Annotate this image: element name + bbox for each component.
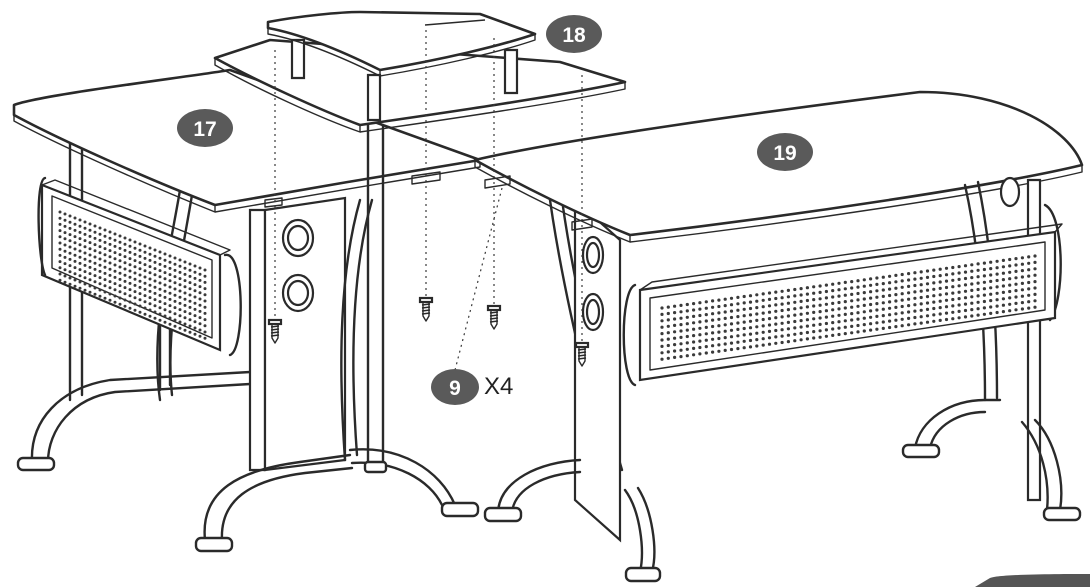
screw-quantity: X4 bbox=[484, 373, 514, 400]
label-19: 19 bbox=[773, 142, 796, 165]
badge-9: 9 bbox=[431, 369, 479, 405]
desk-19 bbox=[473, 90, 1084, 583]
corner-tab bbox=[975, 574, 1090, 587]
label-17: 17 bbox=[193, 118, 216, 141]
badge-17: 17 bbox=[177, 109, 233, 147]
panel-perforations-left bbox=[58, 210, 207, 340]
screws-9 bbox=[264, 30, 593, 371]
panel-perforations-right bbox=[660, 254, 1037, 361]
label-18: 18 bbox=[562, 24, 586, 47]
badge-19: 19 bbox=[757, 133, 813, 171]
shelf-18 bbox=[213, 10, 627, 474]
badge-18: 18 bbox=[546, 15, 602, 53]
desk-17 bbox=[12, 68, 482, 553]
label-9: 9 bbox=[449, 377, 461, 400]
